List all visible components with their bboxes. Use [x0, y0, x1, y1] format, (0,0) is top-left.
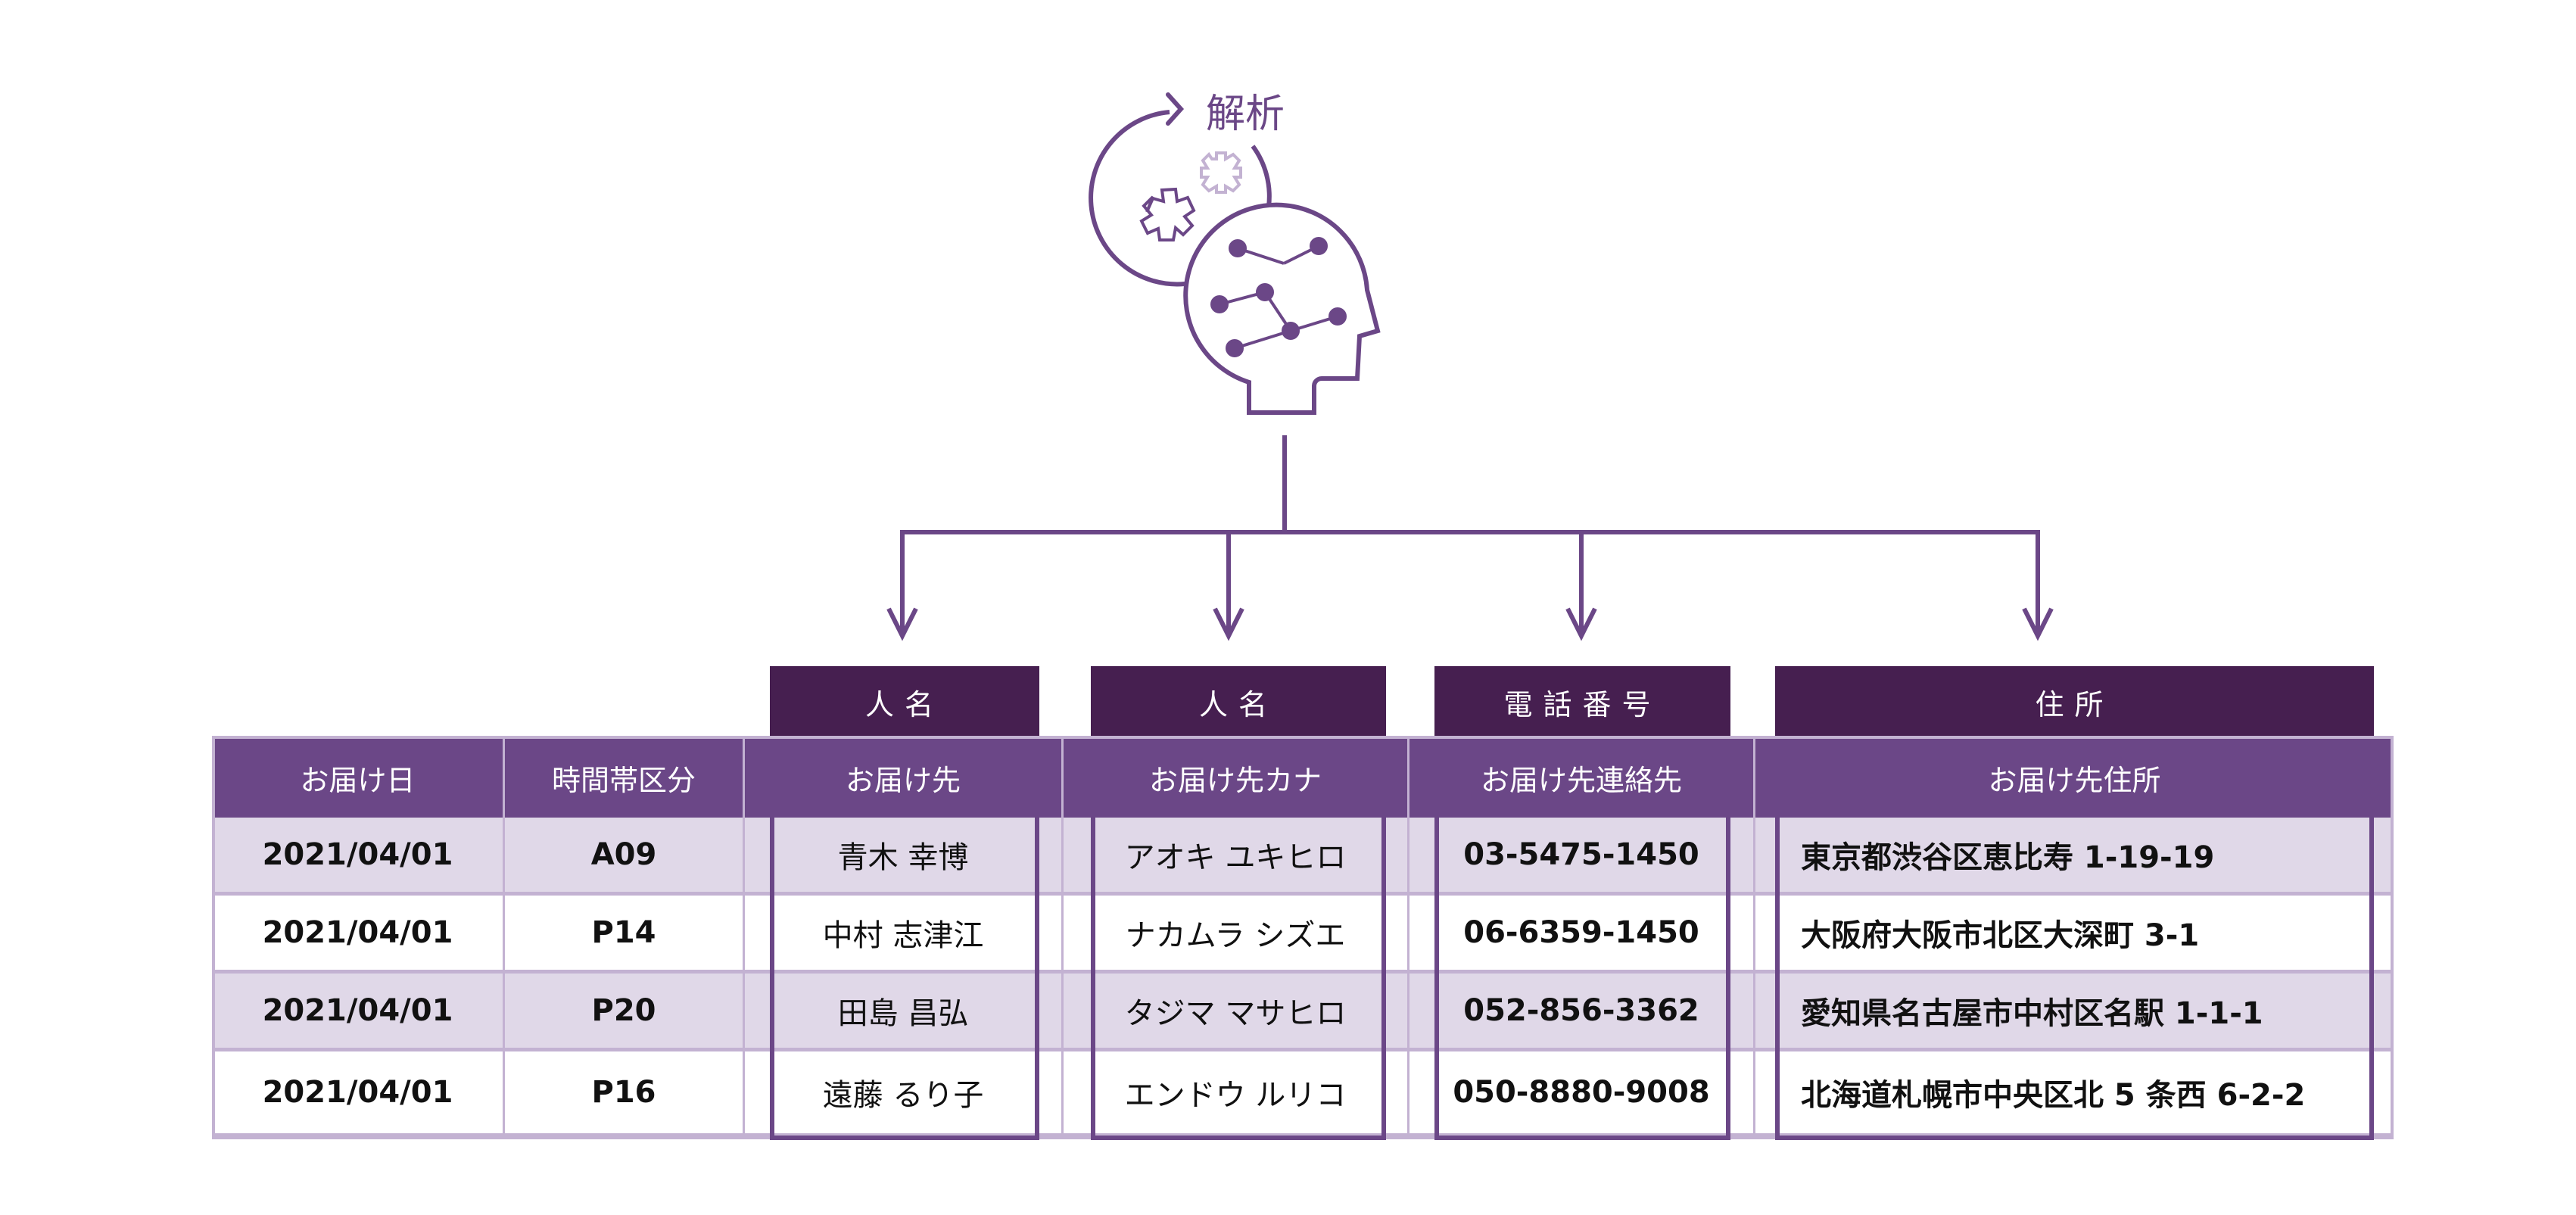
time-slot-cell: P14	[505, 896, 745, 974]
analysis-label: 解析	[1206, 92, 1285, 137]
column-header-time-slot: 時間帯区分	[505, 738, 745, 818]
recipient-cell: 遠藤 るり子	[745, 1051, 1064, 1137]
delivery-date-cell: 2021/04/01	[213, 818, 505, 896]
light-gear-icon	[1200, 151, 1242, 194]
recipient-address-cell: 東京都渋谷区恵比寿 1-19-19	[1755, 818, 2394, 896]
category-address: 住所	[1775, 666, 2374, 737]
arrow-down-icon	[1565, 607, 1597, 641]
arrow-down-icon	[2022, 607, 2054, 641]
delivery-date-cell: 2021/04/01	[213, 1051, 505, 1137]
column-header-delivery-date: お届け日	[213, 738, 505, 818]
recipient-contact-cell: 06-6359-1450	[1409, 896, 1755, 974]
recipient-contact-cell: 050-8880-9008	[1409, 1051, 1755, 1137]
recipient-kana-cell: ナカムラ シズエ	[1064, 896, 1409, 974]
gear-icon	[1139, 187, 1196, 241]
recipient-address-cell: 愛知県名古屋市中村区名駅 1-1-1	[1755, 974, 2394, 1051]
connector-lines	[900, 435, 2040, 634]
recipient-cell: 中村 志津江	[745, 896, 1064, 974]
time-slot-cell: P20	[505, 974, 745, 1051]
cycle-arc-icon	[1251, 145, 1272, 207]
category-person-name-2: 人名	[1091, 666, 1386, 737]
recipient-cell: 田島 昌弘	[745, 974, 1064, 1051]
arrow-heads	[886, 607, 2054, 641]
recipient-kana-cell: タジマ マサヒロ	[1064, 974, 1409, 1051]
ai-head-icon	[1183, 202, 1381, 415]
recipient-kana-cell: アオキ ユキヒロ	[1064, 818, 1409, 896]
arrow-down-icon	[1213, 607, 1244, 641]
recipient-contact-cell: 052-856-3362	[1409, 974, 1755, 1051]
recipient-address-cell: 大阪府大阪市北区大深町 3-1	[1755, 896, 2394, 974]
category-phone-number: 電話番号	[1434, 666, 1730, 737]
refresh-arrow-icon	[1089, 110, 1185, 287]
arrow-down-icon	[886, 607, 918, 641]
category-person-name-1: 人名	[770, 666, 1039, 737]
recipient-cell: 青木 幸博	[745, 818, 1064, 896]
recipient-kana-cell: エンドウ ルリコ	[1064, 1051, 1409, 1137]
recipient-contact-cell: 03-5475-1450	[1409, 818, 1755, 896]
network-icon	[1210, 237, 1347, 357]
refresh-arrow-head-icon	[1166, 92, 1185, 126]
delivery-date-cell: 2021/04/01	[213, 974, 505, 1051]
column-header-recipient-kana: お届け先カナ	[1064, 738, 1409, 818]
time-slot-cell: P16	[505, 1051, 745, 1137]
recipient-address-cell: 北海道札幌市中央区北 5 条西 6-2-2	[1755, 1051, 2394, 1137]
column-header-recipient: お届け先	[745, 738, 1064, 818]
column-header-recipient-address: お届け先住所	[1755, 738, 2394, 818]
time-slot-cell: A09	[505, 818, 745, 896]
column-header-recipient-contact: お届け先連絡先	[1409, 738, 1755, 818]
delivery-date-cell: 2021/04/01	[213, 896, 505, 974]
